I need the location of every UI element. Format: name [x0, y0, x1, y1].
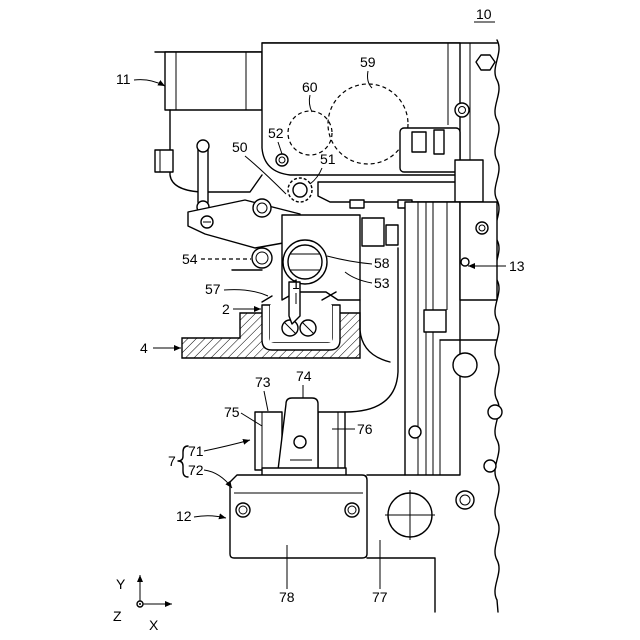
arm-mount	[455, 160, 483, 202]
assembly-7	[255, 398, 346, 476]
gear-roller-hub	[293, 183, 307, 197]
label-76: 76	[357, 421, 373, 437]
label-54: 54	[182, 251, 198, 267]
screw-icon	[409, 426, 421, 438]
leader-57	[224, 290, 268, 296]
axis-label-x: X	[149, 617, 159, 633]
leader-71	[204, 440, 250, 451]
label-53: 53	[374, 275, 390, 291]
screw-icon	[236, 503, 250, 517]
z-axis-dot	[139, 603, 141, 605]
drive-block	[412, 132, 426, 152]
label-12: 12	[176, 508, 192, 524]
screw-icon	[276, 154, 288, 166]
finger-57	[262, 296, 272, 302]
leader-72	[204, 470, 232, 488]
hole-icon	[484, 460, 496, 472]
motor-bracket	[170, 110, 262, 192]
block-76	[318, 412, 345, 470]
screw-icon	[455, 103, 469, 117]
label-11: 11	[116, 71, 131, 87]
label-75: 75	[224, 404, 240, 420]
roller-54	[252, 248, 272, 268]
hole-icon	[488, 405, 502, 419]
roller	[253, 199, 271, 217]
screw-icon	[345, 503, 359, 517]
leader-12	[194, 516, 226, 518]
brace-7	[178, 446, 188, 477]
leader-73	[264, 391, 268, 411]
arm-body	[318, 182, 462, 202]
label-59: 59	[360, 54, 376, 70]
figure-number-label: 10	[476, 6, 492, 22]
label-73: 73	[255, 374, 271, 390]
label-51: 51	[320, 151, 336, 167]
screw-icon	[461, 258, 469, 266]
label-78: 78	[279, 589, 295, 605]
plate-block	[386, 225, 398, 245]
drive-bracket	[400, 128, 460, 172]
screw-icon	[476, 222, 488, 234]
screw-icon	[456, 491, 474, 509]
drive-block	[434, 130, 444, 154]
label-2: 2	[222, 301, 230, 317]
label-1: 1	[292, 276, 300, 292]
axis-label-z: Z	[113, 608, 122, 624]
label-77: 77	[372, 589, 388, 605]
label-7: 7	[168, 453, 176, 469]
roller-inner	[288, 245, 322, 279]
hole-icon	[453, 353, 477, 377]
frame-break-line	[495, 40, 499, 612]
label-52: 52	[268, 125, 284, 141]
plate-block	[362, 218, 384, 246]
leader-11	[134, 80, 165, 86]
label-74: 74	[296, 368, 312, 384]
motor-11	[155, 52, 262, 213]
label-71: 71	[188, 443, 204, 459]
label-72: 72	[188, 462, 204, 478]
label-50: 50	[232, 139, 248, 155]
label-60: 60	[302, 79, 318, 95]
inner-panel-edge	[360, 300, 390, 362]
label-13: 13	[509, 258, 525, 274]
side-plate	[460, 202, 497, 300]
block-75	[255, 412, 282, 470]
label-57: 57	[205, 281, 221, 297]
blade-pin	[294, 436, 306, 448]
motor-body	[165, 52, 262, 110]
label-4: 4	[140, 340, 148, 356]
block-12	[230, 475, 367, 558]
rod-nut	[197, 140, 209, 152]
cover-78	[230, 475, 367, 558]
bracket-tab	[155, 150, 173, 172]
adjust-rod	[198, 145, 208, 205]
label-58: 58	[374, 255, 390, 271]
column-clamp	[424, 310, 446, 332]
blade-74	[278, 398, 318, 470]
axis-label-y: Y	[116, 576, 126, 592]
roller-58	[283, 240, 327, 284]
hex-bolt-icon	[476, 55, 495, 70]
coordinate-axes: Y Z X	[113, 575, 172, 633]
arm-tab	[350, 200, 364, 208]
